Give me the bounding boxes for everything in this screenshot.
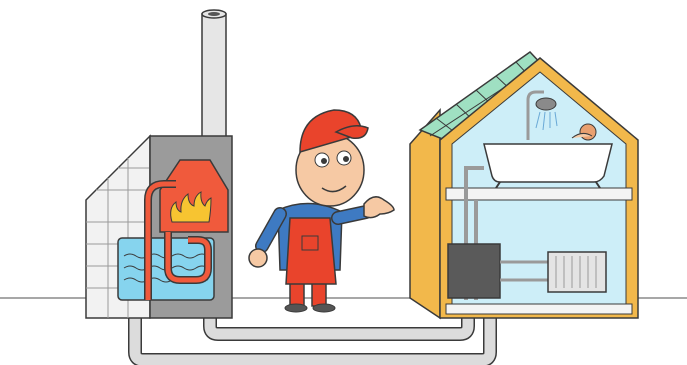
radiator-icon [548, 252, 606, 292]
worker-icon [249, 110, 394, 312]
house-icon [410, 52, 638, 318]
boiler-icon [448, 244, 500, 298]
chimney-icon [202, 10, 226, 144]
heating-plant [86, 10, 232, 318]
